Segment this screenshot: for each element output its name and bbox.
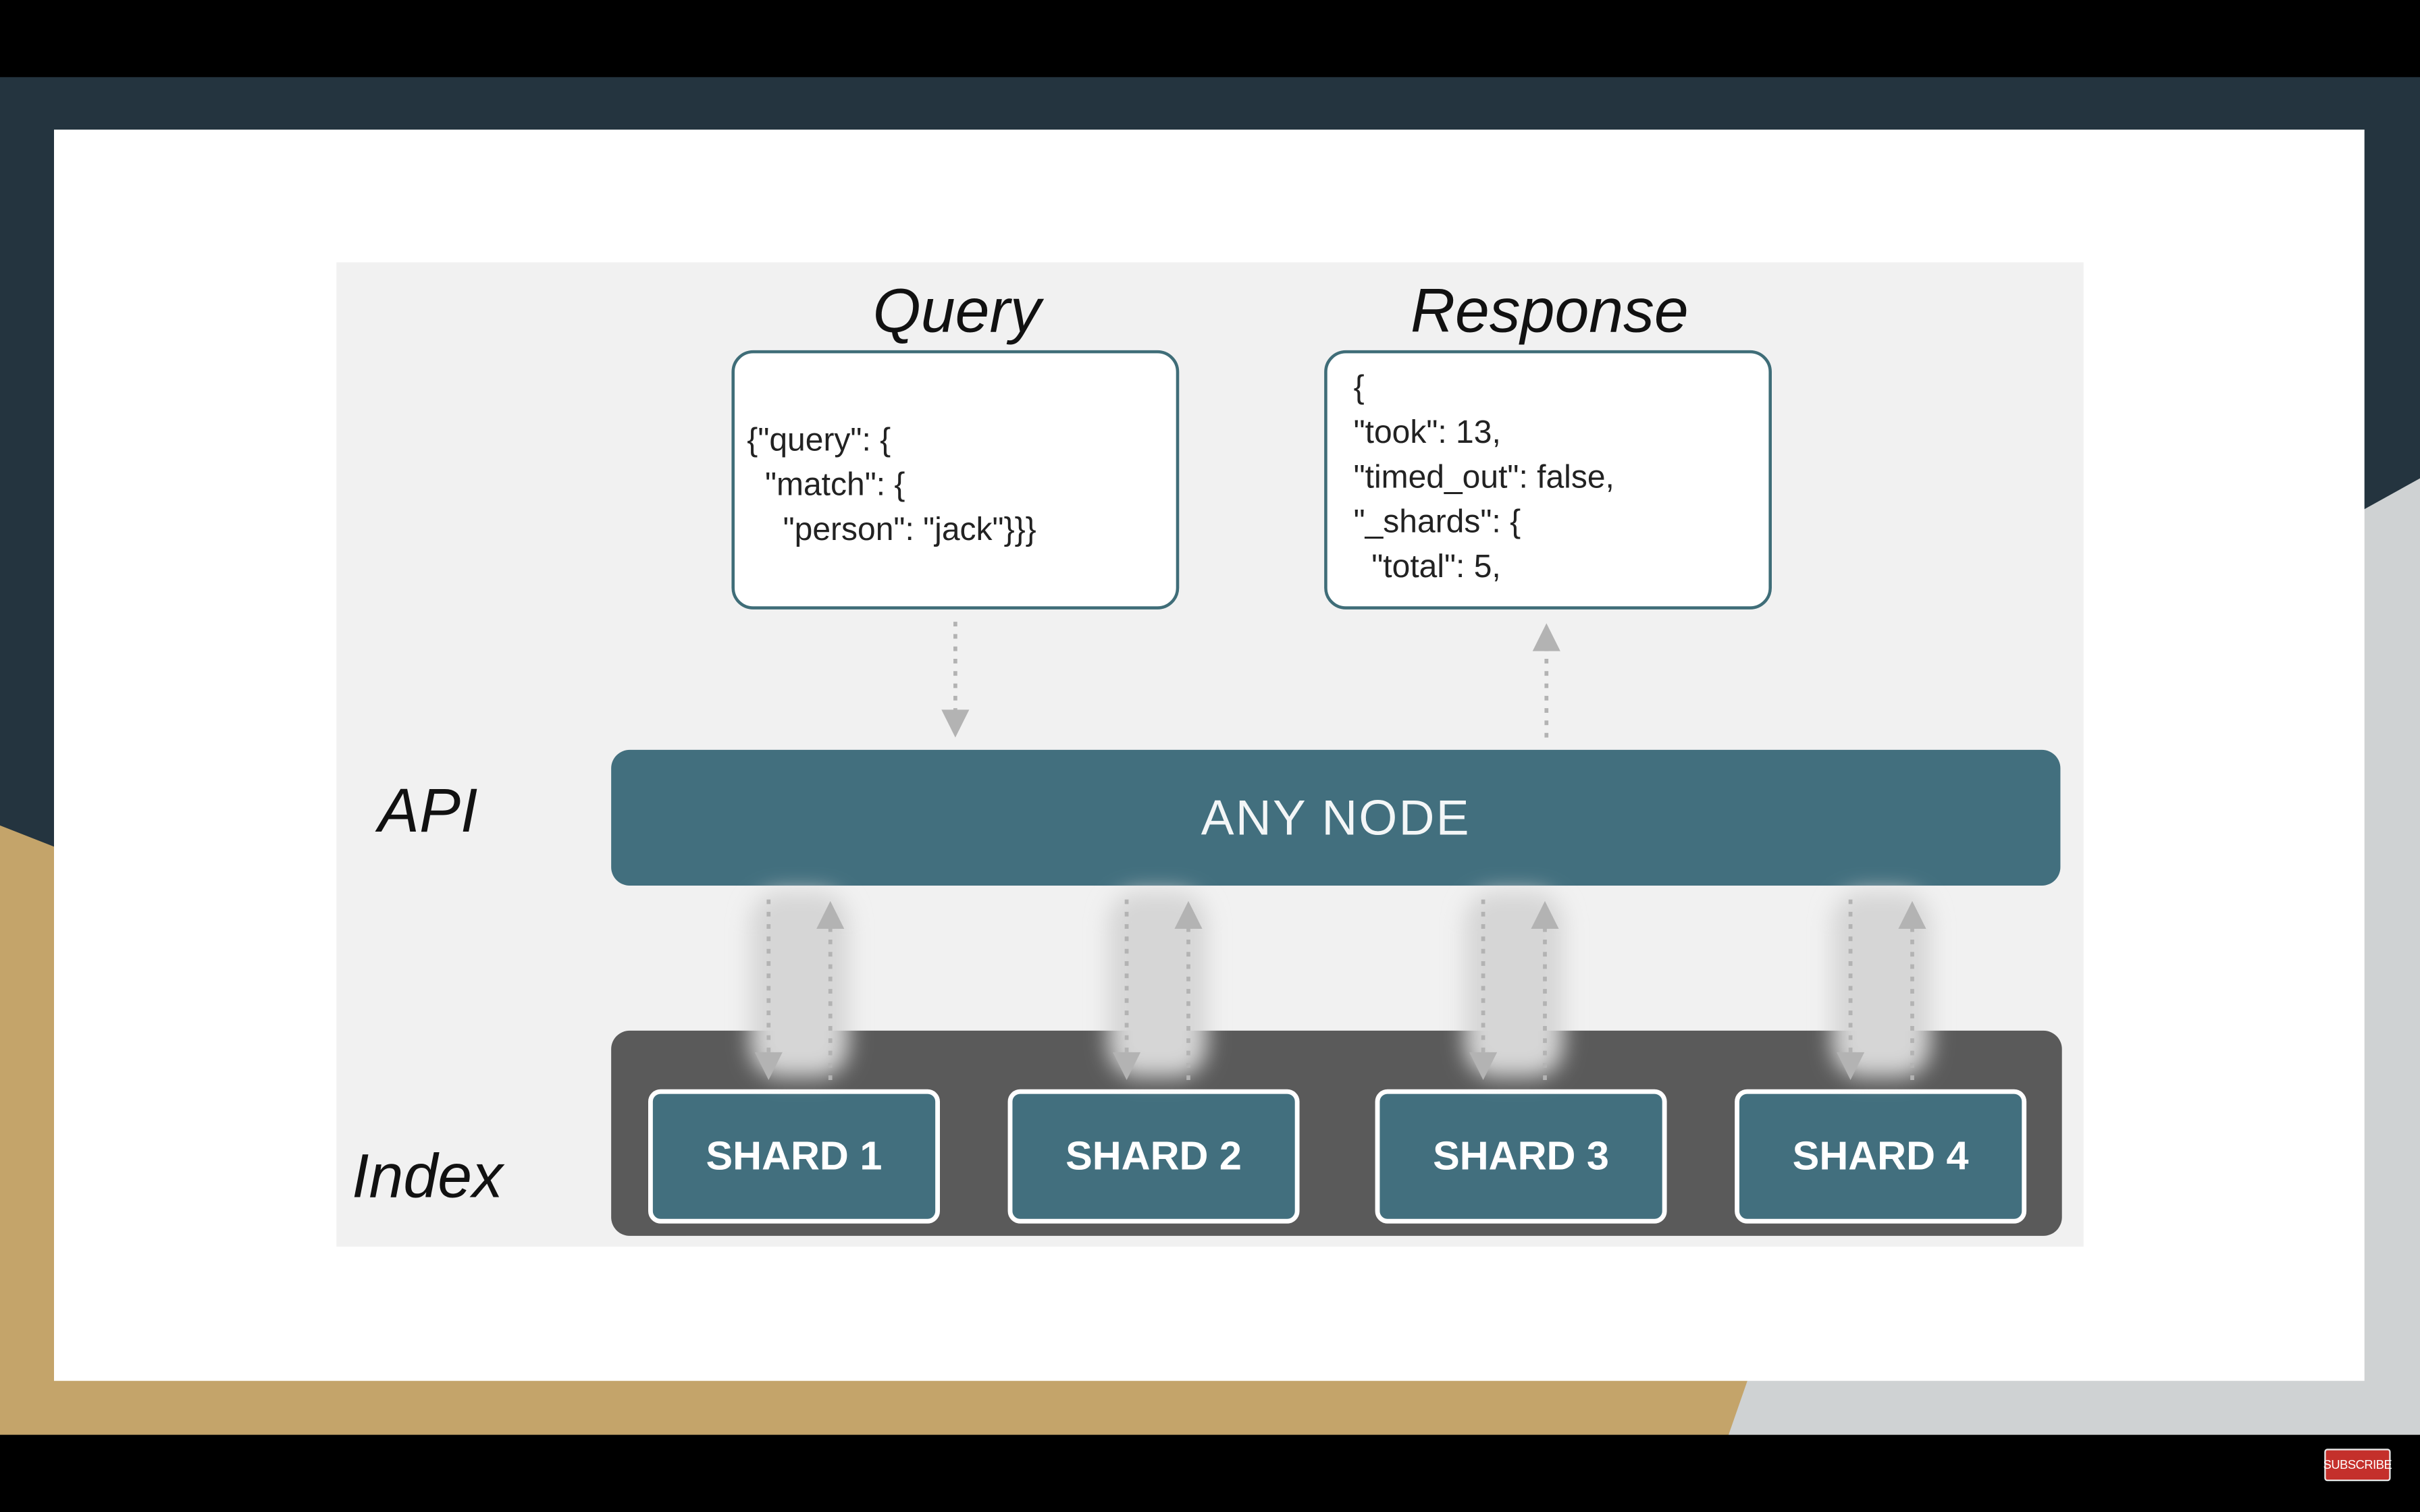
down-arrowhead-shard-1 [754, 1052, 783, 1081]
shard-2: SHARD 2 [1007, 1089, 1300, 1224]
shard-1: SHARD 1 [648, 1089, 941, 1224]
down-arrowhead-shard-3 [1469, 1052, 1498, 1081]
up-arrowhead-shard-1 [816, 900, 845, 929]
up-arrowhead-shard-2 [1174, 900, 1203, 929]
api-label: API [378, 778, 478, 846]
arrow-glow [749, 892, 1931, 1077]
up-arrowhead-shard-3 [1531, 900, 1559, 929]
down-arrowhead-shard-4 [1837, 1052, 1865, 1081]
response-code-box: { "took": 13, "timed_out": false, "_shar… [1324, 350, 1772, 610]
subscribe-button[interactable]: SUBSCRIBE [2323, 1449, 2392, 1482]
shard-4: SHARD 4 [1735, 1089, 2027, 1224]
query-heading: Query [872, 277, 1041, 346]
any-node-bar: ANY NODE [611, 749, 2061, 886]
query-to-node-arrowhead [941, 709, 970, 738]
node-to-response-arrowhead [1532, 623, 1560, 651]
index-label: Index [352, 1143, 503, 1212]
down-arrowhead-shard-2 [1113, 1052, 1141, 1081]
up-arrowhead-shard-4 [1898, 900, 1926, 929]
query-code-box: {"query": { "match": { "person": "jack"}… [731, 350, 1180, 610]
response-heading: Response [1411, 277, 1689, 346]
shard-3: SHARD 3 [1375, 1089, 1667, 1224]
